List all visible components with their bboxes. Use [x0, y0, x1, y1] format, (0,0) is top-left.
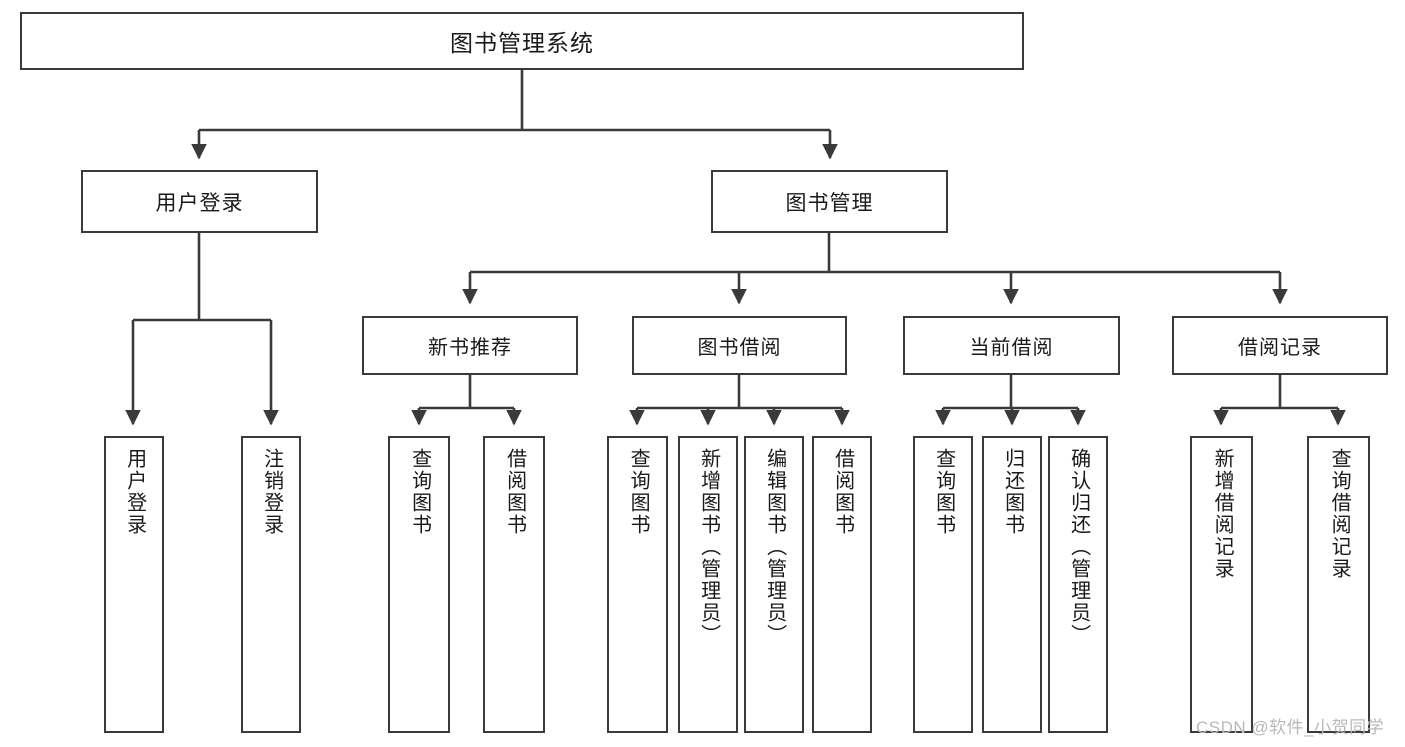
node-leaf-confirm-return[interactable]: 确认归还（管理员）: [1048, 436, 1108, 733]
node-leaf-query-book-1-label: 查询图书: [408, 448, 431, 536]
node-leaf-borrow-book-2-label: 借阅图书: [831, 448, 854, 536]
node-leaf-return-book-label: 归还图书: [1001, 448, 1024, 536]
node-leaf-query-borrow-record[interactable]: 查询借阅记录: [1307, 436, 1370, 733]
node-leaf-add-book[interactable]: 新增图书（管理员）: [678, 436, 738, 733]
node-leaf-borrow-book-1-label: 借阅图书: [503, 448, 526, 536]
node-leaf-confirm-return-label: 确认归还（管理员）: [1067, 448, 1090, 646]
node-new-book-recommend[interactable]: 新书推荐: [362, 316, 578, 375]
node-leaf-borrow-book-1[interactable]: 借阅图书: [483, 436, 545, 733]
node-leaf-user-login-label: 用户登录: [123, 448, 146, 536]
node-leaf-query-book-3[interactable]: 查询图书: [913, 436, 973, 733]
node-borrow-record[interactable]: 借阅记录: [1172, 316, 1388, 375]
node-leaf-query-book-1[interactable]: 查询图书: [388, 436, 450, 733]
node-root-label: 图书管理系统: [450, 30, 594, 56]
node-leaf-query-borrow-record-label: 查询借阅记录: [1328, 448, 1351, 580]
node-leaf-query-book-2-label: 查询图书: [627, 448, 650, 536]
node-book-borrow-label: 图书借阅: [697, 337, 782, 359]
node-leaf-user-login[interactable]: 用户登录: [104, 436, 164, 733]
node-leaf-return-book[interactable]: 归还图书: [982, 436, 1042, 733]
node-leaf-edit-book-label: 编辑图书（管理员）: [763, 448, 786, 646]
node-book-manage-label: 图书管理: [785, 191, 874, 215]
node-leaf-add-borrow-record[interactable]: 新增借阅记录: [1190, 436, 1253, 733]
node-user-login-label: 用户登录: [155, 191, 244, 215]
csdn-watermark: CSDN @软件_小贺同学: [1196, 718, 1385, 737]
node-leaf-logout-login[interactable]: 注销登录: [241, 436, 301, 733]
node-new-book-recommend-label: 新书推荐: [428, 337, 512, 359]
node-current-borrow-label: 当前借阅: [969, 337, 1054, 359]
node-user-login[interactable]: 用户登录: [81, 170, 318, 233]
node-current-borrow[interactable]: 当前借阅: [903, 316, 1120, 375]
node-book-manage[interactable]: 图书管理: [711, 170, 948, 233]
node-leaf-add-book-label: 新增图书（管理员）: [697, 448, 720, 646]
node-leaf-add-borrow-record-label: 新增借阅记录: [1211, 448, 1234, 580]
node-leaf-query-book-2[interactable]: 查询图书: [607, 436, 668, 733]
node-leaf-query-book-3-label: 查询图书: [932, 448, 955, 536]
node-borrow-record-label: 借阅记录: [1238, 337, 1322, 359]
node-book-borrow[interactable]: 图书借阅: [632, 316, 847, 375]
node-root[interactable]: 图书管理系统: [20, 12, 1024, 70]
node-leaf-logout-login-label: 注销登录: [260, 448, 283, 536]
node-leaf-borrow-book-2[interactable]: 借阅图书: [812, 436, 872, 733]
node-leaf-edit-book[interactable]: 编辑图书（管理员）: [744, 436, 804, 733]
